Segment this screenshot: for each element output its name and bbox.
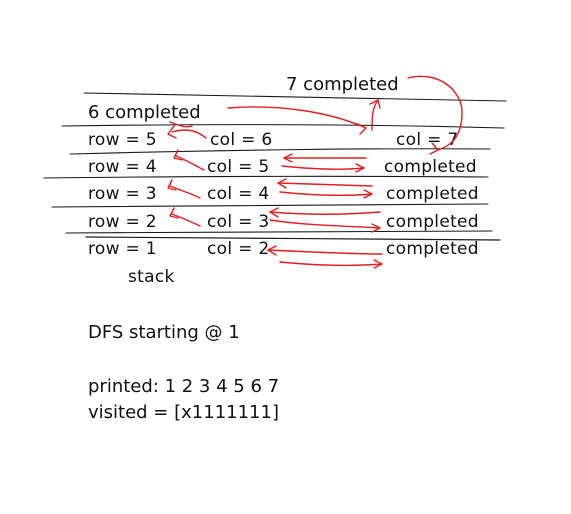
arrowhead	[355, 163, 365, 173]
return-arrow	[175, 155, 205, 171]
col-label: col = 2	[207, 239, 269, 259]
row-label: row = 3	[88, 184, 157, 204]
call-arrow	[279, 191, 373, 197]
red-arrows	[167, 75, 463, 269]
call-arrow	[281, 165, 365, 171]
ruled-line	[65, 230, 493, 234]
row-label: row = 4	[88, 157, 157, 177]
return-arrow	[171, 129, 207, 139]
ruled-line	[51, 203, 489, 208]
return-arrow	[171, 213, 201, 227]
row-label: row = 5	[88, 130, 157, 150]
header-six-completed: 6 completed	[88, 102, 201, 123]
status-label: completed	[386, 212, 479, 232]
ruled-line	[43, 175, 489, 179]
arrowhead	[267, 245, 277, 256]
arrowhead	[277, 178, 287, 189]
arrowhead	[371, 223, 381, 233]
status-label: completed	[386, 184, 479, 204]
status-label: completed	[386, 239, 479, 259]
arrowhead	[429, 142, 439, 155]
arrowhead	[283, 153, 293, 163]
call-arrow	[269, 219, 381, 229]
return-arrow	[169, 121, 193, 128]
return-arrow	[371, 99, 379, 131]
ruled-line	[83, 92, 507, 102]
col-label: col = 5	[207, 157, 269, 177]
row-label: row = 1	[88, 239, 157, 259]
arrowhead	[357, 123, 367, 135]
arrowhead	[167, 179, 177, 191]
arrowhead	[167, 125, 177, 139]
arrowhead	[173, 149, 183, 161]
col-label: col = 3	[207, 212, 269, 232]
ruled-line	[61, 124, 505, 129]
printed-note: printed: 1 2 3 4 5 6 7	[88, 376, 279, 397]
loop-arrow	[407, 75, 463, 151]
header-seven-completed: 7 completed	[286, 74, 399, 95]
stack-label: stack	[128, 267, 175, 287]
link-arrow	[227, 106, 367, 129]
return-arrow	[169, 185, 201, 199]
call-arrow	[277, 182, 373, 187]
bottom-underline	[85, 236, 501, 241]
arrowhead	[369, 99, 381, 109]
status-label: col = 7	[396, 130, 458, 150]
col-label: col = 6	[210, 130, 272, 150]
call-arrow	[279, 261, 383, 266]
arrowhead	[363, 189, 373, 199]
row-label: row = 2	[88, 212, 157, 232]
status-label: completed	[384, 157, 477, 177]
call-arrow	[267, 249, 383, 255]
arrowhead	[169, 207, 179, 219]
visited-note: visited = [x1111111]	[88, 402, 279, 423]
dfs-start-note: DFS starting @ 1	[88, 322, 240, 343]
col-label: col = 4	[207, 184, 269, 204]
arrowhead	[373, 259, 383, 269]
arrowhead	[269, 207, 279, 218]
call-arrow	[269, 211, 381, 215]
